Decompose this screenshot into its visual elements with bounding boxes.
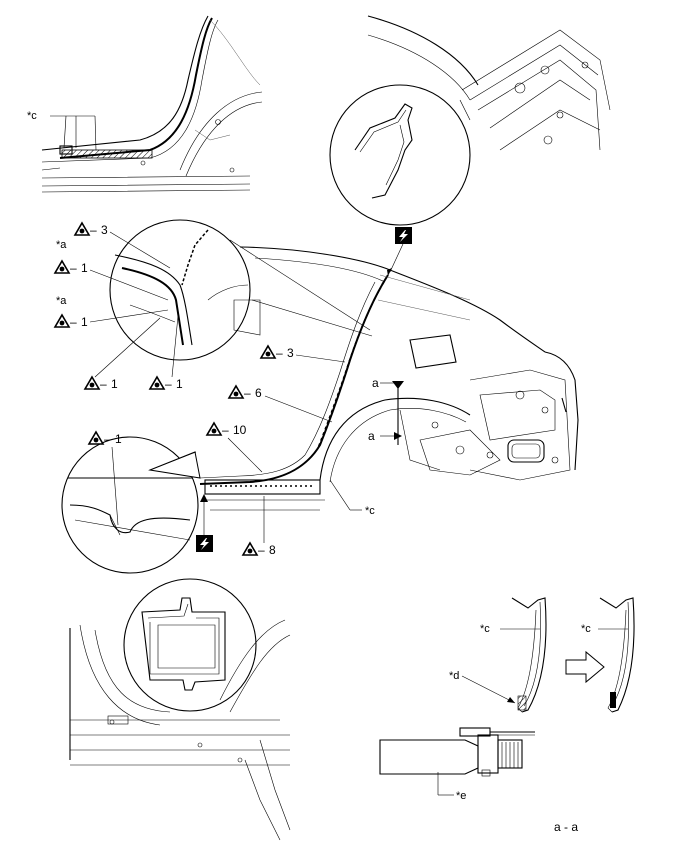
svg-text:1: 1 bbox=[111, 377, 118, 391]
arrow-right-icon bbox=[565, 650, 605, 684]
svg-text:–: – bbox=[165, 377, 172, 391]
seal-mark-8: – 8 bbox=[242, 496, 276, 557]
lightning-icon bbox=[196, 494, 213, 552]
callout-c-right2: *c bbox=[581, 623, 591, 635]
callout-c-mid: *c bbox=[365, 505, 375, 517]
svg-text:–: – bbox=[244, 386, 251, 400]
seal-mark-3-top: – 3 bbox=[74, 222, 171, 269]
section-arrow-a-upper: a bbox=[372, 376, 379, 390]
callout-c-right1: *c bbox=[480, 623, 490, 635]
svg-text:–: – bbox=[276, 346, 283, 360]
main-quarter-panel-view: a a – 3 *a – 1 * bbox=[54, 219, 579, 574]
svg-text:–: – bbox=[90, 223, 97, 237]
seal-mark-1-detail: – 1 bbox=[88, 431, 122, 526]
svg-text:10: 10 bbox=[233, 423, 247, 437]
svg-text:–: – bbox=[70, 261, 77, 275]
svg-text:8: 8 bbox=[269, 543, 276, 557]
bottom-left-view bbox=[69, 578, 291, 841]
seal-mark-1-a: – 1 bbox=[54, 260, 169, 301]
seal-mark-10: – 10 bbox=[206, 422, 263, 473]
svg-text:3: 3 bbox=[287, 346, 294, 360]
callout-c-top: *c bbox=[27, 110, 37, 122]
svg-text:–: – bbox=[222, 423, 229, 437]
svg-text:3: 3 bbox=[101, 223, 108, 237]
detail-circle-lower bbox=[61, 436, 199, 574]
top-left-view: *c bbox=[27, 15, 263, 193]
callout-a-1: *a bbox=[56, 239, 67, 251]
detail-circle-main bbox=[109, 219, 251, 361]
callout-d: *d bbox=[449, 670, 459, 682]
section-label: a - a bbox=[554, 820, 578, 834]
seal-mark-3-mid: – 3 bbox=[260, 345, 346, 363]
section-arrow-a-lower: a bbox=[368, 429, 375, 443]
svg-text:–: – bbox=[258, 543, 265, 557]
seal-mark-1-c: – 1 bbox=[84, 317, 161, 391]
detail-circle-top bbox=[329, 84, 471, 226]
seal-mark-6: – 6 bbox=[228, 385, 333, 423]
svg-text:–: – bbox=[100, 377, 107, 391]
callout-a-2: *a bbox=[56, 295, 67, 307]
svg-text:1: 1 bbox=[81, 315, 88, 329]
callout-e: *e bbox=[456, 790, 466, 802]
detail-circle-bottom bbox=[123, 578, 257, 712]
lightning-icon bbox=[387, 227, 412, 276]
svg-text:–: – bbox=[104, 432, 111, 446]
svg-text:1: 1 bbox=[81, 261, 88, 275]
svg-text:1: 1 bbox=[176, 377, 183, 391]
svg-text:1: 1 bbox=[115, 432, 122, 446]
top-right-view bbox=[329, 15, 611, 226]
sealer-gun bbox=[379, 727, 535, 777]
svg-text:–: – bbox=[70, 315, 77, 329]
section-a-a-view: *c *d *c *e a - a bbox=[379, 597, 635, 834]
seal-mark-1-d: – 1 bbox=[149, 315, 183, 391]
svg-text:6: 6 bbox=[255, 386, 262, 400]
seal-mark-1-b: – 1 bbox=[54, 309, 169, 329]
